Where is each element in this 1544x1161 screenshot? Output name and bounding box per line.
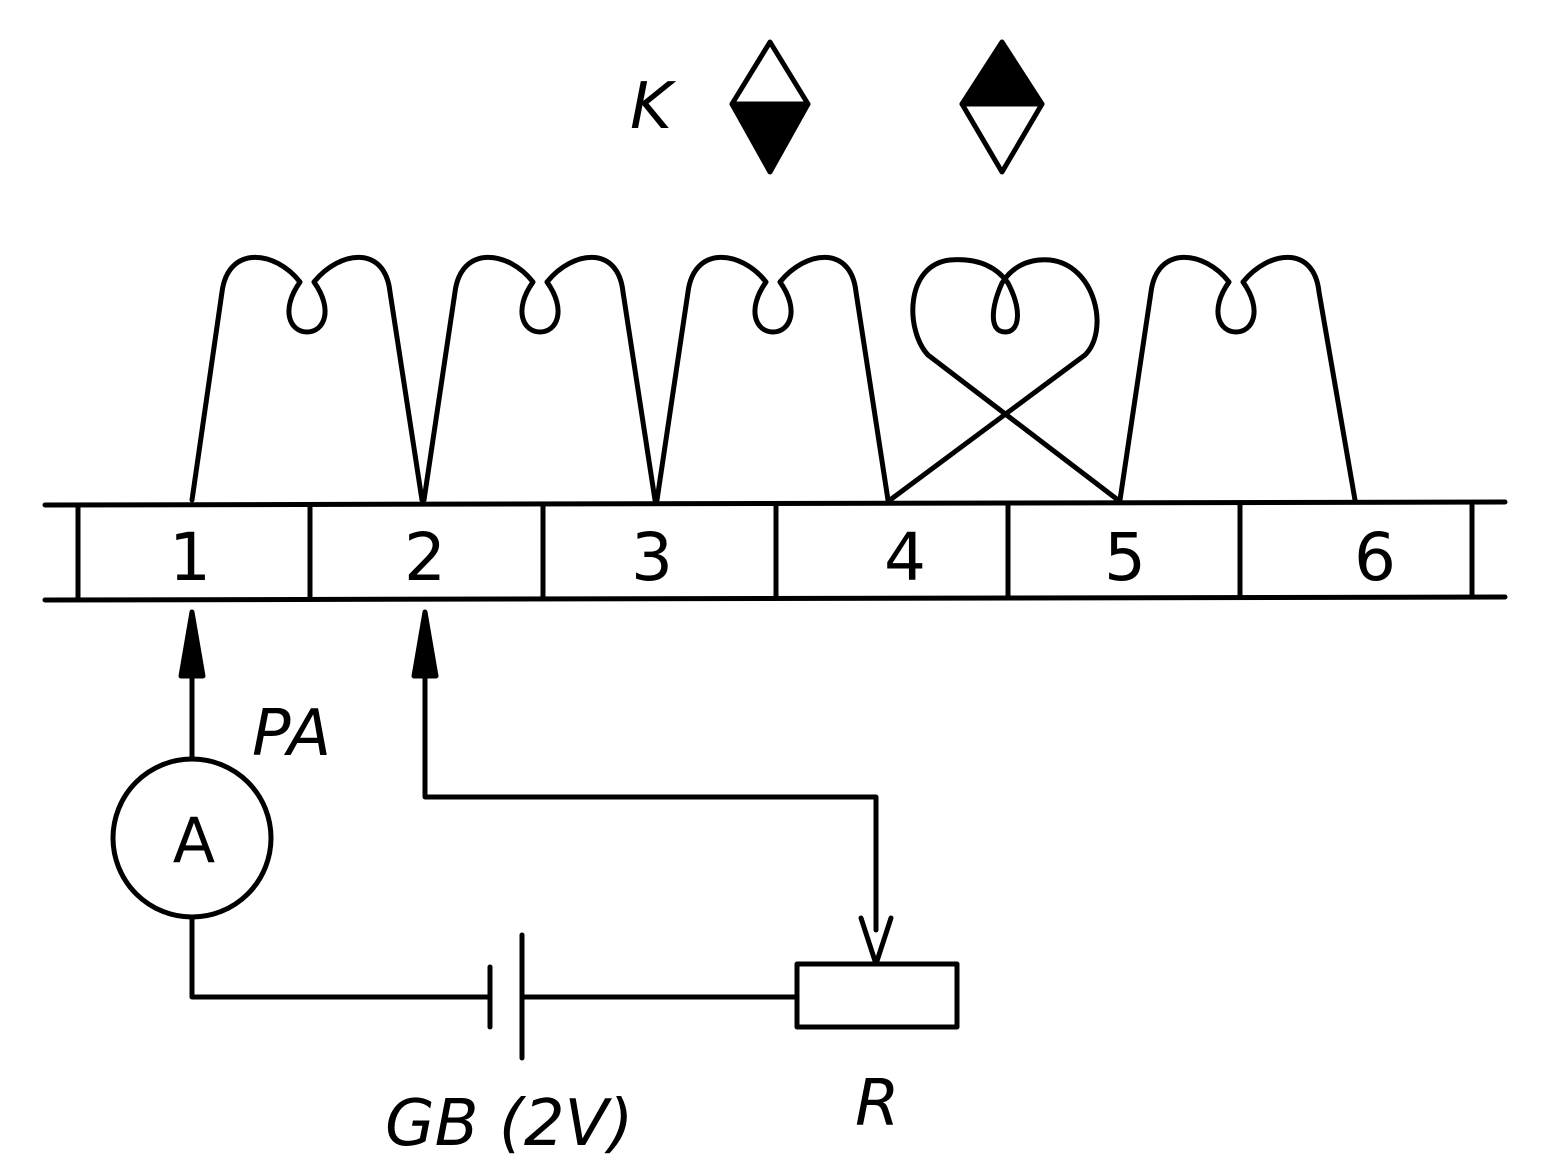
resistor-slider-arrow xyxy=(858,915,894,967)
terminal-5-label: 5 xyxy=(1104,519,1146,596)
terminal-4-label: 4 xyxy=(884,519,926,596)
battery-label: GB (2V) xyxy=(385,1087,633,1161)
coil-winding-2 xyxy=(421,254,658,503)
relay-label: K xyxy=(630,70,677,144)
contact-symbol-open-top xyxy=(729,39,811,175)
contact-symbol-filled-top xyxy=(959,39,1045,175)
probe-arrow-terminal-2 xyxy=(411,609,879,933)
resistor xyxy=(794,961,960,1030)
probe-arrow-terminal-1 xyxy=(178,609,206,761)
coil-winding-5 xyxy=(1117,254,1358,503)
coil-winding-3 xyxy=(654,254,891,503)
ammeter-symbol: A xyxy=(173,804,215,877)
battery xyxy=(487,932,525,1061)
coil-winding-4-crossed xyxy=(887,257,1121,503)
resistor-label: R xyxy=(855,1067,899,1141)
coil-winding-1 xyxy=(189,254,425,503)
terminal-3-label: 3 xyxy=(631,519,673,596)
terminal-strip xyxy=(42,499,1508,603)
terminal-1-label: 1 xyxy=(169,519,211,596)
ammeter-ref-label: PA xyxy=(252,697,331,771)
terminal-2-label: 2 xyxy=(404,519,446,596)
terminal-6-label: 6 xyxy=(1354,519,1396,596)
wire-ammeter-battery xyxy=(189,914,493,1000)
